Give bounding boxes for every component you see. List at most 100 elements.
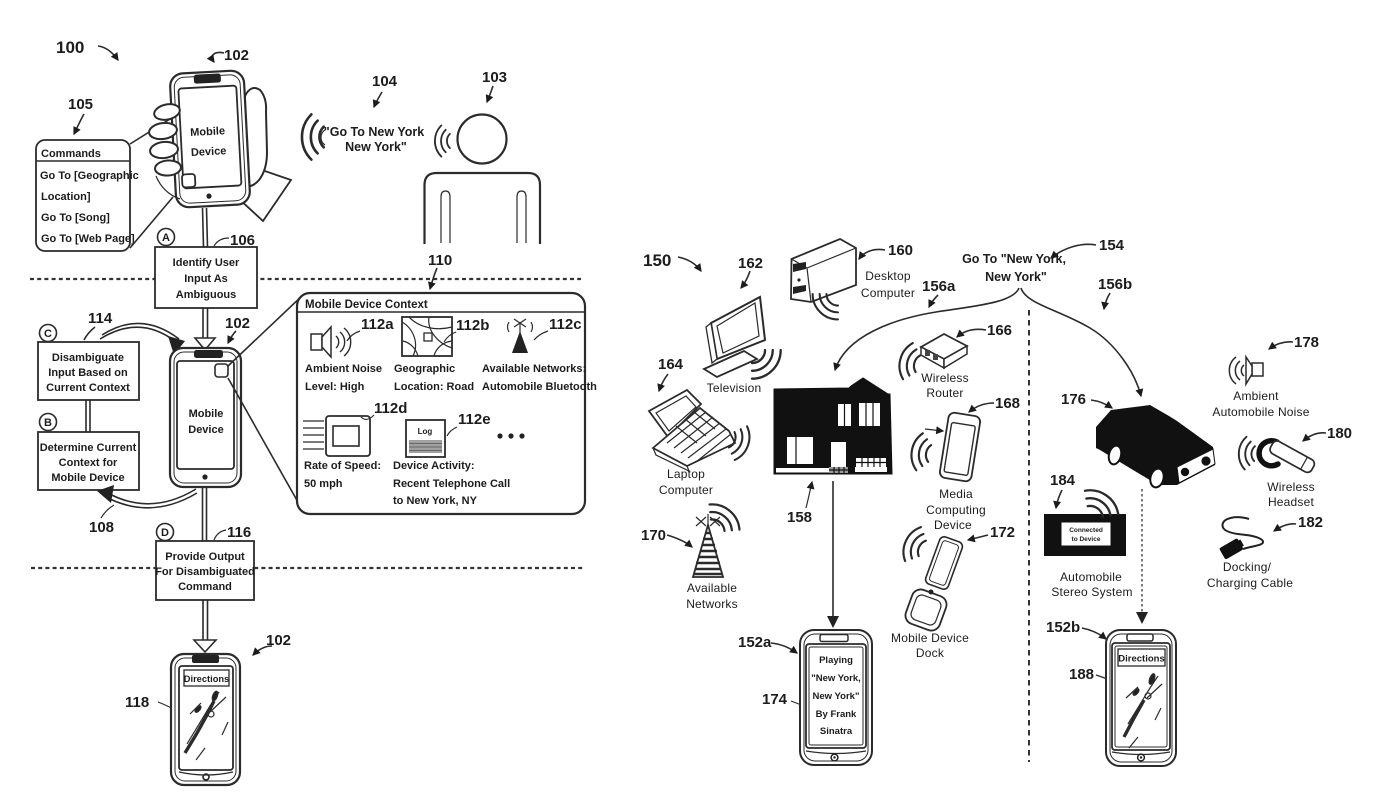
svg-text:D: D (161, 527, 169, 539)
svg-text:118: 118 (125, 694, 149, 711)
svg-text:Computing: Computing (926, 503, 986, 517)
svg-text:Available Networks:: Available Networks: (482, 363, 586, 375)
svg-text:Wireless: Wireless (921, 371, 969, 385)
svg-text:Mobile Device Context: Mobile Device Context (305, 299, 428, 311)
svg-text:to Device: to Device (1072, 536, 1101, 543)
svg-text:Device: Device (934, 518, 972, 532)
svg-text:152a: 152a (738, 634, 772, 651)
svg-text:103: 103 (482, 69, 507, 86)
svg-text:New York": New York" (345, 140, 407, 154)
svg-text:166: 166 (987, 322, 1012, 339)
svg-text:Device Activity:: Device Activity: (393, 460, 475, 472)
svg-text:168: 168 (995, 395, 1020, 412)
svg-text:156a: 156a (922, 278, 956, 295)
svg-text:Dock: Dock (916, 646, 945, 660)
svg-text:105: 105 (68, 96, 93, 113)
svg-text:Input As: Input As (184, 273, 228, 285)
svg-text:Television: Television (707, 381, 762, 395)
svg-text:Computer: Computer (861, 286, 915, 300)
svg-text:Go To [Web Page]: Go To [Web Page] (41, 233, 135, 245)
svg-text:Headset: Headset (1268, 495, 1315, 509)
svg-text:New York": New York" (985, 270, 1047, 284)
svg-text:102: 102 (266, 632, 291, 649)
svg-text:For Disambiguated: For Disambiguated (155, 566, 255, 578)
svg-text:Log: Log (418, 427, 433, 436)
svg-text:Location]: Location] (41, 191, 91, 203)
svg-text:188: 188 (1069, 666, 1094, 683)
svg-text:102: 102 (225, 315, 250, 332)
svg-text:Go To "New York,: Go To "New York, (962, 252, 1066, 266)
svg-text:156b: 156b (1098, 276, 1132, 293)
svg-text:162: 162 (738, 255, 763, 272)
svg-text:By Frank: By Frank (816, 709, 857, 720)
svg-text:Mobile Device: Mobile Device (51, 472, 124, 484)
svg-text:178: 178 (1294, 334, 1319, 351)
svg-text:50 mph: 50 mph (304, 478, 343, 490)
svg-text:Device: Device (188, 424, 223, 436)
svg-text:"Go To New York: "Go To New York (324, 125, 424, 139)
svg-text:158: 158 (787, 509, 812, 526)
svg-text:Directions: Directions (184, 674, 229, 684)
svg-text:116: 116 (227, 524, 251, 541)
svg-text:New York": New York" (813, 691, 860, 702)
svg-text:Current Context: Current Context (46, 382, 130, 394)
svg-text:Location: Road: Location: Road (394, 381, 474, 393)
svg-text:100: 100 (56, 38, 84, 57)
svg-text:174: 174 (762, 691, 788, 708)
svg-text:Determine Current: Determine Current (40, 442, 137, 454)
svg-text:150: 150 (643, 251, 671, 270)
svg-text:C: C (44, 328, 52, 340)
svg-text:Laptop: Laptop (667, 467, 705, 481)
svg-text:Ambiguous: Ambiguous (176, 289, 237, 301)
svg-text:102: 102 (224, 47, 249, 64)
svg-text:Ambient Noise: Ambient Noise (305, 363, 382, 375)
svg-text:Automobile Noise: Automobile Noise (1212, 405, 1309, 419)
svg-text:Mobile Device: Mobile Device (891, 631, 969, 645)
svg-text:160: 160 (888, 242, 913, 259)
svg-text:108: 108 (89, 519, 114, 536)
svg-text:Automobile: Automobile (1060, 570, 1122, 584)
svg-text:Stereo System: Stereo System (1051, 585, 1132, 599)
svg-text:Recent Telephone Call: Recent Telephone Call (393, 478, 510, 490)
svg-text:Rate of Speed:: Rate of Speed: (304, 460, 381, 472)
svg-text:"New York,: "New York, (811, 673, 861, 684)
svg-text:Computer: Computer (659, 483, 713, 497)
svg-text:154: 154 (1099, 237, 1125, 254)
svg-text:Ambient: Ambient (1233, 389, 1279, 403)
svg-text:Available: Available (687, 581, 737, 595)
svg-text:Docking/: Docking/ (1223, 560, 1272, 574)
svg-text:Sinatra: Sinatra (820, 726, 853, 737)
svg-text:Device: Device (191, 145, 227, 159)
svg-text:152b: 152b (1046, 619, 1080, 636)
svg-text:Mobile: Mobile (189, 408, 224, 420)
svg-text:Provide Output: Provide Output (165, 551, 245, 563)
svg-text:112b: 112b (456, 317, 489, 334)
svg-text:Identify User: Identify User (173, 257, 240, 269)
svg-text:180: 180 (1327, 425, 1352, 442)
svg-text:Media: Media (939, 487, 973, 501)
svg-text:Mobile: Mobile (190, 125, 225, 139)
svg-text:Playing: Playing (819, 655, 853, 666)
svg-text:Router: Router (926, 386, 963, 400)
svg-text:106: 106 (230, 232, 255, 249)
svg-text:Go To [Song]: Go To [Song] (41, 212, 110, 224)
svg-text:Charging Cable: Charging Cable (1207, 576, 1293, 590)
svg-text:Directions: Directions (1118, 654, 1164, 665)
svg-text:112d: 112d (374, 400, 407, 417)
svg-text:Geographic: Geographic (394, 363, 455, 375)
svg-text:Disambiguate: Disambiguate (52, 352, 124, 364)
svg-text:Desktop: Desktop (865, 269, 911, 283)
svg-text:114: 114 (88, 310, 113, 327)
svg-text:Level: High: Level: High (305, 381, 365, 393)
svg-text:A: A (162, 232, 170, 244)
svg-text:182: 182 (1298, 514, 1323, 531)
svg-text:Go To [Geographic: Go To [Geographic (40, 170, 139, 182)
svg-text:B: B (44, 417, 52, 429)
svg-text:Context for: Context for (59, 457, 118, 469)
svg-text:184: 184 (1050, 472, 1076, 489)
svg-text:112a: 112a (361, 316, 394, 333)
svg-text:Networks: Networks (686, 597, 738, 611)
svg-text:110: 110 (428, 252, 452, 269)
svg-text:Input Based on: Input Based on (48, 367, 128, 379)
svg-text:176: 176 (1061, 391, 1086, 408)
